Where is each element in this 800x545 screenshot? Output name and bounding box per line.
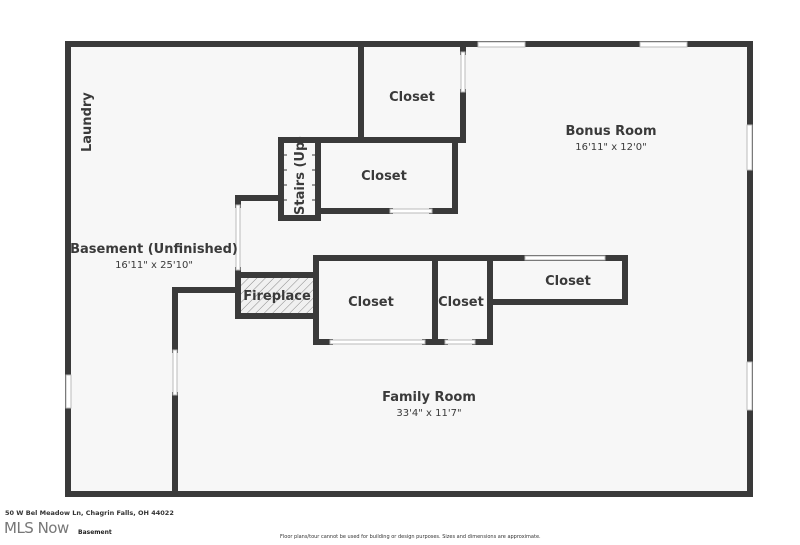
address-text: 50 W Bel Meadow Ln, Chagrin Falls, OH 44…	[5, 509, 174, 517]
room-label-closet-top: Closet	[389, 90, 435, 105]
room-dims-family-room: 33'4" x 11'7"	[396, 408, 461, 419]
room-label-fireplace: Fireplace	[243, 289, 311, 304]
fireplace-hatch	[238, 275, 316, 316]
room-label-family-room: Family Room	[382, 390, 476, 405]
room-label-closet-mid: Closet	[361, 169, 407, 184]
mls-now-logo: MLS Now	[4, 519, 69, 537]
floor-area	[68, 44, 750, 494]
room-dims-bonus-room: 16'11" x 12'0"	[575, 142, 647, 153]
room-label-basement: Basement (Unfinished)	[70, 242, 238, 257]
floor-name: Basement	[78, 529, 112, 536]
walls	[65, 41, 753, 497]
room-label-closet-low1: Closet	[348, 295, 394, 310]
room-label-closet-low3: Closet	[545, 274, 591, 289]
windows	[65, 41, 753, 411]
room-label-laundry: Laundry	[80, 92, 95, 152]
stair-treads	[284, 154, 315, 201]
disclaimer-text: Floor plans/tour cannot be used for buil…	[280, 534, 541, 540]
room-label-bonus-room: Bonus Room	[565, 124, 656, 139]
room-label-closet-low2: Closet	[438, 295, 484, 310]
room-label-stairs: Stairs (Up)	[293, 136, 308, 215]
room-dims-basement: 16'11" x 25'10"	[115, 260, 193, 271]
